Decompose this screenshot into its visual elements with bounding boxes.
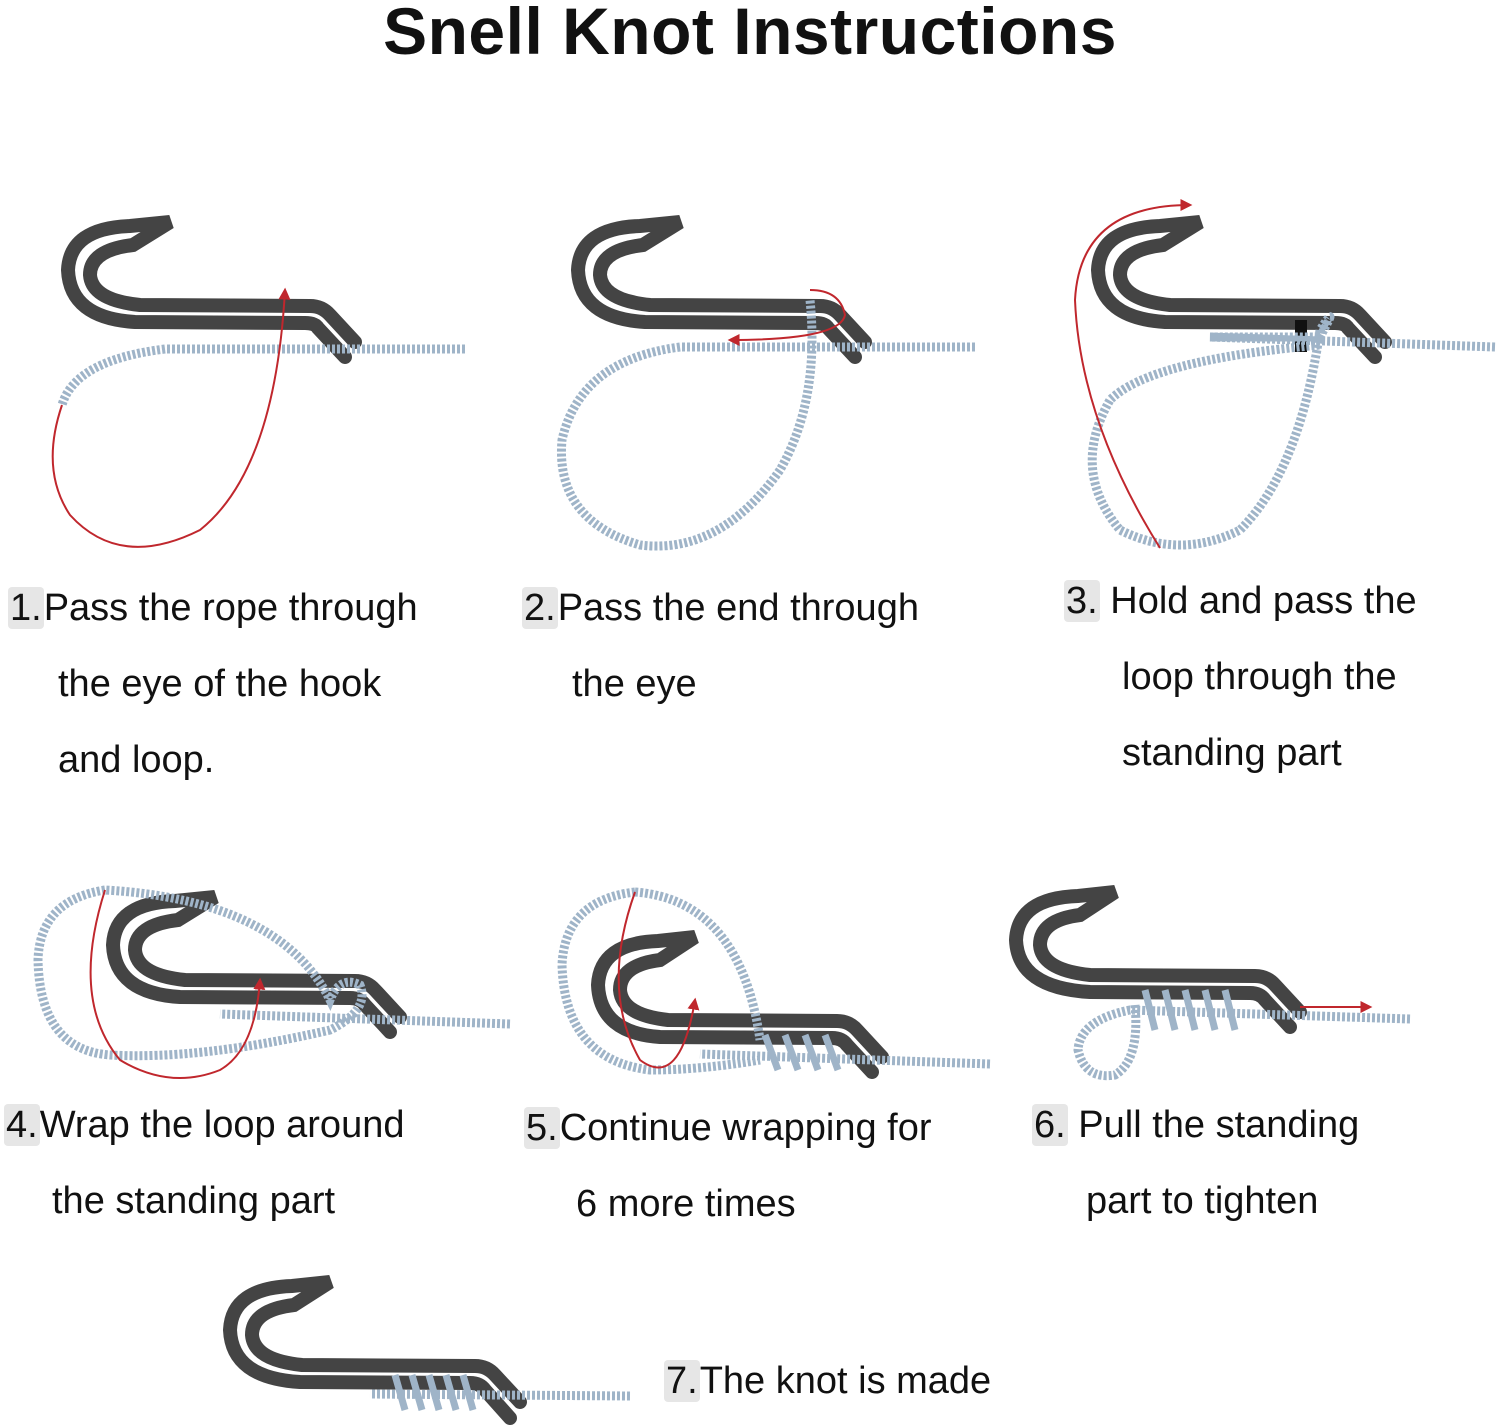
hook-3: [1090, 215, 1392, 364]
hook-1: [60, 215, 362, 364]
line-3-standing: [1087, 312, 1496, 550]
step-4-illustration: [33, 885, 511, 1079]
line-4-standing: [33, 885, 511, 1061]
hook-2: [570, 215, 872, 364]
step-7-illustration: [222, 1275, 631, 1425]
step-1-number: 1.: [8, 587, 44, 629]
hook-6: [1008, 885, 1307, 1034]
hook-7: [222, 1275, 527, 1425]
step-2-caption: 2.Pass the end through the eye: [522, 587, 919, 705]
step-2-illustration: [556, 215, 975, 551]
step-3-caption: 3. Hold and pass the loop through the st…: [1064, 580, 1417, 774]
step-3-illustration: [1073, 199, 1496, 550]
step-5-illustration: [557, 887, 991, 1079]
step-1-illustration: [51, 215, 465, 548]
step-2-number: 2.: [522, 587, 558, 629]
wraps-7: [391, 1374, 477, 1411]
step-7-number: 7.: [664, 1360, 700, 1402]
step-5-number: 5.: [524, 1107, 560, 1149]
step-4-caption: 4.Wrap the loop around the standing part: [4, 1104, 405, 1222]
step-1-caption: 1.Pass the rope through the eye of the h…: [8, 587, 418, 781]
hook-5: [590, 930, 889, 1079]
step-7-caption: 7.The knot is made: [664, 1360, 992, 1402]
step-3-number: 3.: [1064, 580, 1100, 622]
line-2-arrow: [727, 289, 847, 346]
step-6-caption: 6. Pull the standing part to tighten: [1032, 1104, 1360, 1222]
hook-4: [105, 890, 407, 1039]
line-7-standing: [369, 1389, 631, 1401]
line-5-loop: [634, 887, 765, 1041]
page-title: Snell Knot Instructions: [383, 0, 1117, 68]
line-1-loop: [51, 287, 291, 548]
step-5-caption: 5.Continue wrapping for 6 more times: [524, 1107, 932, 1225]
line-3-arrow: [1073, 199, 1193, 549]
line-1-standing: [57, 344, 465, 407]
step-4-number: 4.: [4, 1104, 40, 1146]
step-6-number: 6.: [1032, 1104, 1068, 1146]
line-6-standing: [1073, 1004, 1411, 1081]
wraps-5: [761, 1033, 842, 1072]
wraps-6: [1141, 989, 1239, 1031]
line-4-arrow: [89, 889, 266, 1079]
line-5-arrow: [617, 891, 700, 1069]
step-6-illustration: [1008, 885, 1411, 1081]
line-2-standing: [556, 299, 975, 551]
line-5-standing: [557, 887, 991, 1075]
